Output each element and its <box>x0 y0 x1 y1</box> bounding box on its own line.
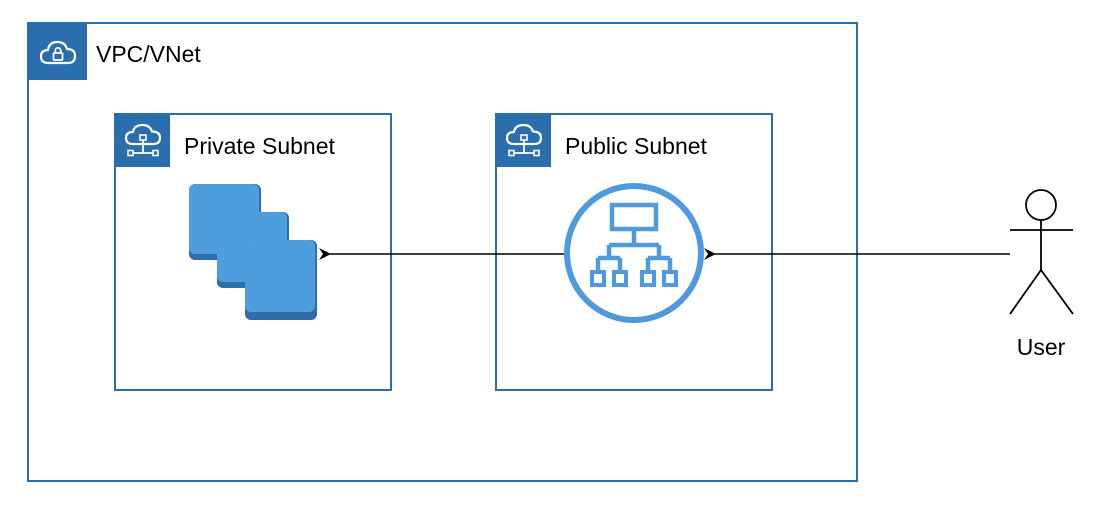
subnet-cloud-icon <box>124 123 162 157</box>
user-stick-figure-icon <box>1009 189 1074 315</box>
private-subnet-badge <box>116 115 170 167</box>
user-label: User <box>1016 334 1066 360</box>
load-balancer-icon <box>564 183 704 323</box>
private-subnet-container: Private Subnet <box>114 113 392 391</box>
vpc-cloud-lock-icon <box>39 40 77 65</box>
subnet-cloud-icon <box>505 123 543 157</box>
private-subnet-label: Private Subnet <box>184 133 335 159</box>
public-subnet-label: Public Subnet <box>565 133 707 159</box>
vpc-badge <box>29 24 87 80</box>
public-subnet-badge <box>497 115 551 167</box>
instances-stack-icon <box>189 184 317 320</box>
vpc-label: VPC/VNet <box>96 41 201 67</box>
